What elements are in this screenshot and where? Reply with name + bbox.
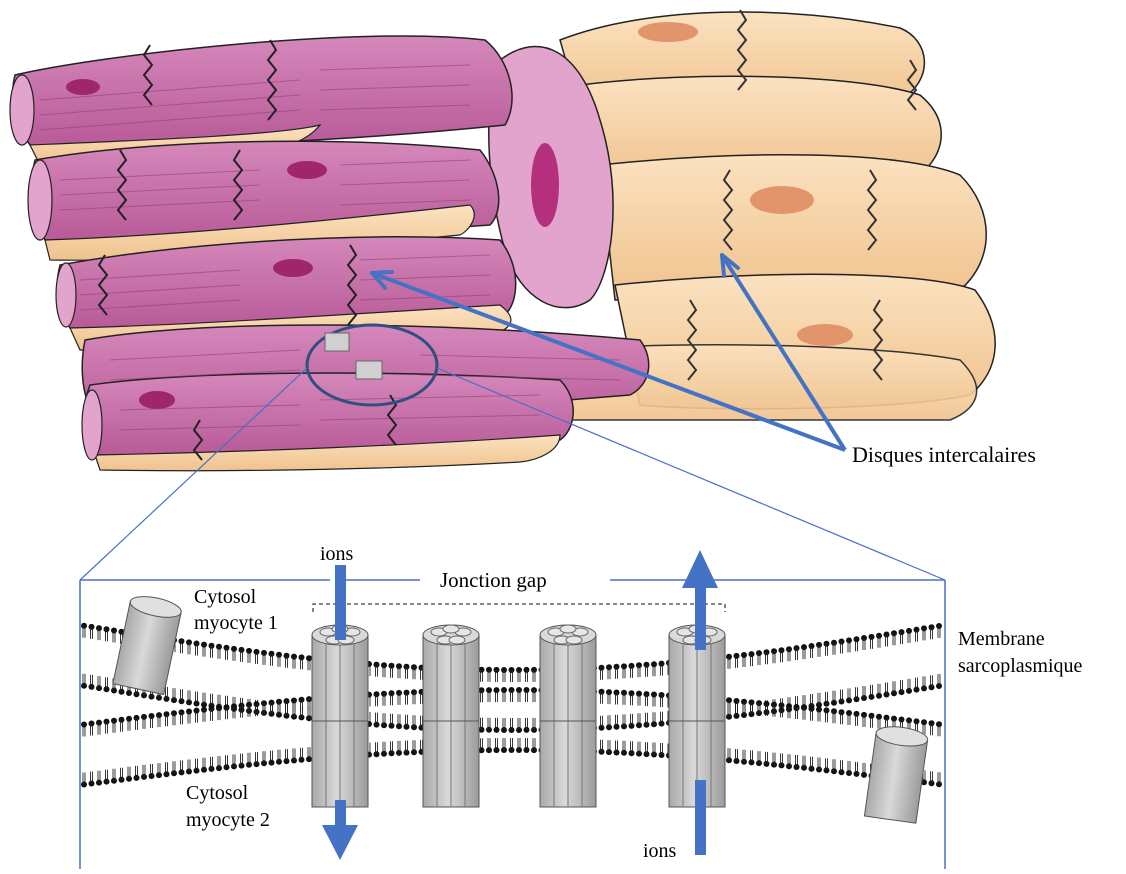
ion-arrow-top-left-shaft [335,565,346,640]
pink-fiber-end-2 [28,160,52,240]
isolated-channel-left [113,593,183,695]
ion-arrow-top-right-head [682,550,718,588]
cross-section-nucleus [531,143,559,227]
ion-arrow-bottom-right-shaft [695,780,706,855]
peach-nucleus-3 [797,324,853,346]
label-ions-bottom: ions [643,838,676,864]
pink-nucleus-2 [287,161,327,179]
gap-junction-channel-1 [312,625,368,807]
label-cytosol2-line2: myocyte 2 [186,807,270,833]
gap-junction-channel-3 [540,625,596,807]
label-ions-top: ions [320,541,353,567]
pink-nucleus-3 [273,259,313,277]
peach-nucleus-2 [750,186,814,214]
zoom-channel-mini-1 [325,333,349,351]
isolated-channel-right [864,724,928,823]
pink-fiber-end-1 [10,75,34,145]
zoom-channel-mini-2 [356,361,382,379]
gap-junction-channel-2 [423,625,479,807]
label-cytosol1-line1: Cytosol [194,584,256,610]
peach-nucleus-1 [638,22,698,42]
ion-arrow-bottom-left-head [322,825,358,860]
label-cytosol2-line1: Cytosol [186,780,248,806]
label-membrane-line1: Membrane [958,626,1045,652]
label-gap-junction: Jonction gap [440,567,547,593]
gap-junction-bracket [313,604,725,612]
pink-nucleus-1 [66,79,100,95]
gap-junction-channel-4 [669,625,725,807]
label-intercalated-discs: Disques intercalaires [852,442,1036,468]
label-cytosol1-line2: myocyte 1 [194,610,278,636]
label-membrane-line2: sarcoplasmique [958,653,1082,679]
lipid-bilayers [81,623,942,788]
pink-fiber-end-3 [56,263,76,327]
ion-flow-arrows [322,550,718,860]
pink-nucleus-4 [139,391,175,409]
ion-arrow-top-right-shaft [695,585,706,650]
pink-fiber-end-4 [82,390,102,460]
